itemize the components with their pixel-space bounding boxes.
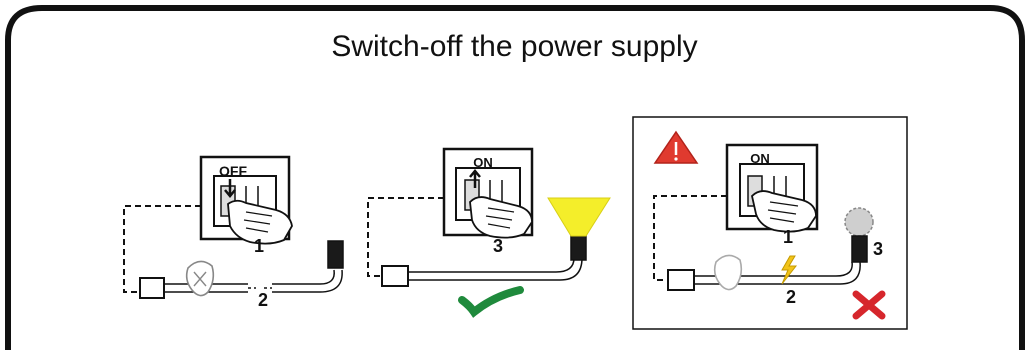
lamp-bulb-icon <box>844 207 874 237</box>
step-number-label: 3 <box>493 236 503 256</box>
step-number-label: 2 <box>786 287 796 307</box>
step-number-label: 1 <box>783 227 793 247</box>
step-number-label: 3 <box>873 239 883 259</box>
switch-label: OFF <box>219 163 247 179</box>
switch-label: ON <box>473 155 493 170</box>
arrow-down-icon <box>224 179 236 198</box>
power-box <box>139 277 165 299</box>
lamp-holder <box>570 234 587 261</box>
hand-icon <box>469 196 533 239</box>
lamp-holder <box>851 235 868 263</box>
power-box <box>667 269 695 291</box>
cable <box>694 261 861 285</box>
dashed-wire <box>367 197 444 277</box>
tool-icon <box>713 254 743 291</box>
step-panel-1: OFF 1 2 <box>123 155 344 310</box>
lamp-light-icon <box>547 197 611 237</box>
power-box <box>381 265 409 287</box>
arrow-up-icon <box>469 169 481 188</box>
cross-icon <box>852 290 886 320</box>
dashed-wire <box>123 205 201 293</box>
step-panel-2: ON 3 <box>367 147 611 318</box>
lamp-holder <box>327 240 344 269</box>
switch-label: ON <box>750 151 770 166</box>
page-title: Switch-off the power supply <box>331 30 698 63</box>
dashed-wire <box>653 195 727 281</box>
hand-icon <box>751 190 817 233</box>
lightning-icon <box>781 255 798 285</box>
outer-frame <box>5 5 1025 350</box>
cable <box>408 257 583 281</box>
step-number-label: 1 <box>254 236 264 256</box>
step-panel-3: ON 1 2 3 <box>632 116 908 330</box>
check-icon <box>458 286 524 318</box>
step-number-label: 2 <box>258 290 268 310</box>
